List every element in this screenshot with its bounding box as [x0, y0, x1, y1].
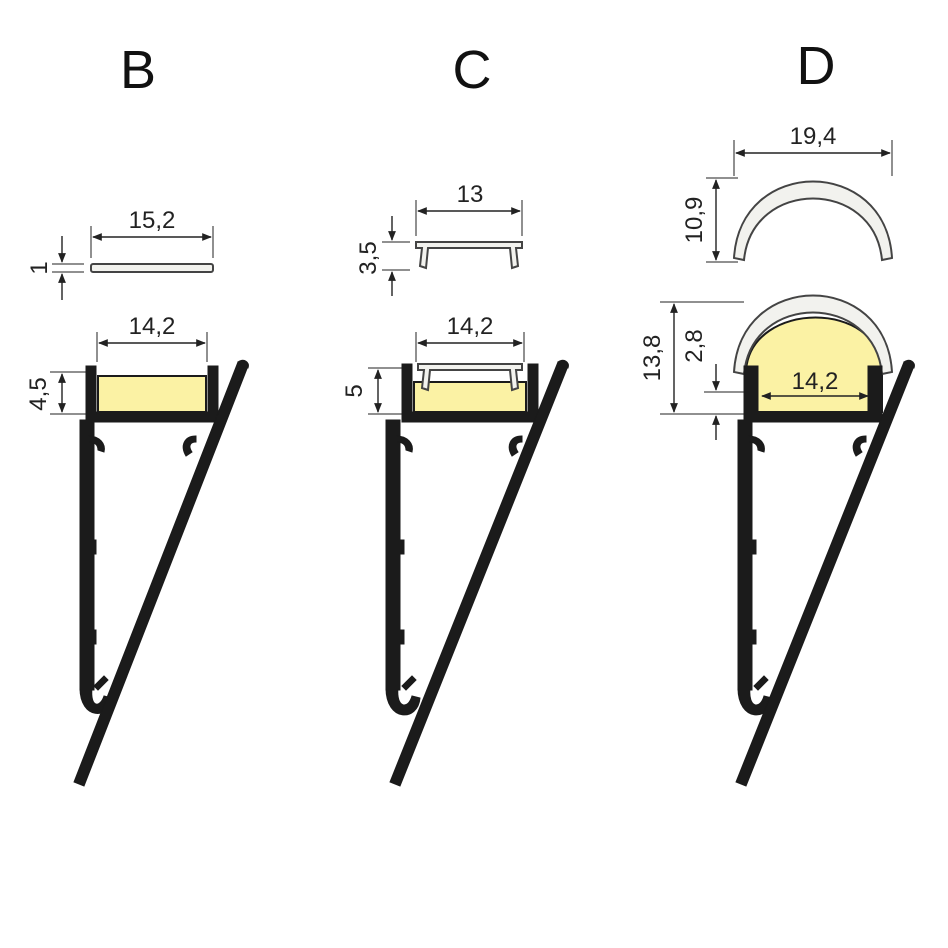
profile-b: B 15,2 1 14,2 4: [25, 40, 249, 787]
profile-b-channel-width-dimension: 14,2: [96, 313, 208, 362]
profile-d-dome-cover: [732, 180, 894, 262]
profile-b-flat-cover: [90, 263, 214, 273]
profile-b-channel-depth-value: 4,5: [25, 377, 52, 410]
profile-c-channel-depth-value: 5: [341, 384, 368, 397]
profile-b-channel-depth-dimension: 4,5: [25, 371, 88, 415]
profile-c-led-strip: [413, 381, 527, 413]
profile-d-total-height-value: 13,8: [639, 335, 666, 382]
profile-c-clip-cover: [415, 241, 523, 270]
profile-c-channel-width-value: 14,2: [447, 313, 494, 340]
profile-c-cover-width-value: 13: [457, 181, 484, 208]
profile-b-cover-thickness-value: 1: [26, 261, 53, 274]
profile-c: C 13 3,5 14,2 5: [341, 40, 569, 787]
profile-b-label: B: [120, 40, 156, 100]
profile-b-cover-width-value: 15,2: [129, 207, 176, 234]
profile-d-cover-height-dimension: 10,9: [681, 177, 738, 263]
profile-c-cover-height-value: 3,5: [355, 241, 382, 274]
profile-d-inserted-dome-cover: [732, 294, 894, 376]
profile-d-cover-width-value: 19,4: [790, 123, 837, 150]
profile-d-label: D: [797, 36, 836, 96]
profile-b-channel-width-value: 14,2: [129, 313, 176, 340]
profile-d-channel-width-dimension: 14,2: [761, 368, 869, 400]
profile-d-total-height-dimension: 13,8: [639, 301, 744, 415]
profile-c-channel-width-dimension: 14,2: [415, 313, 525, 362]
profile-c-inserted-cover: [417, 363, 523, 392]
profile-b-cover-thickness-dimension: 1: [26, 236, 84, 300]
profile-d-cover-height-value: 10,9: [681, 197, 708, 244]
profile-c-aluminium-body: [385, 359, 569, 787]
profile-c-label: C: [453, 40, 492, 100]
profile-d-offset-height-value: 2,8: [681, 329, 708, 362]
profile-d-channel-width-value: 14,2: [792, 368, 839, 395]
profile-c-cover-height-dimension: 3,5: [355, 216, 410, 296]
profile-b-aluminium-body: [73, 359, 249, 787]
profile-b-led-strip: [97, 375, 207, 413]
profile-d-offset-height-dimension: 2,8: [681, 329, 744, 440]
profile-b-cover-width-dimension: 15,2: [90, 207, 214, 258]
profile-d-cover-width-dimension: 19,4: [733, 123, 893, 176]
profile-c-cover-width-dimension: 13: [415, 181, 523, 236]
profile-d-aluminium-body: [735, 359, 915, 787]
profile-c-channel-depth-dimension: 5: [341, 367, 404, 415]
profile-d: D 19,4 10,9 13,8: [639, 36, 915, 787]
